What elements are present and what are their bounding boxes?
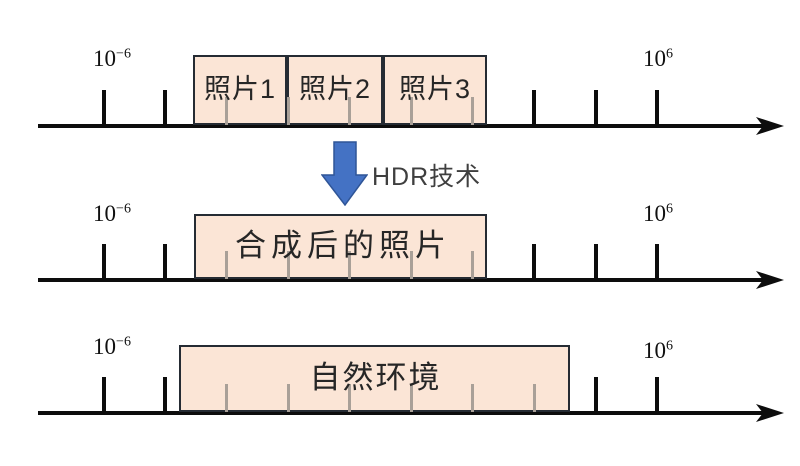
hdr-arrow-label: HDR技术 bbox=[372, 163, 482, 191]
tick-major bbox=[532, 90, 536, 126]
tick-minor bbox=[225, 384, 228, 412]
range-box-environment bbox=[179, 345, 570, 412]
tick-major bbox=[163, 244, 167, 280]
box-label-composite: 合成后的照片 bbox=[235, 228, 451, 263]
range-box-photo3 bbox=[383, 55, 487, 125]
tick-minor bbox=[287, 251, 290, 279]
tick-minor bbox=[471, 384, 474, 412]
tick-minor bbox=[348, 251, 351, 279]
tick-minor bbox=[410, 251, 413, 279]
tick-minor bbox=[471, 251, 474, 279]
scale-label-max: 106 bbox=[628, 201, 688, 227]
tick-minor bbox=[348, 97, 351, 125]
scale-exponent: −6 bbox=[116, 334, 131, 350]
hdr-down-arrow-icon bbox=[321, 141, 368, 206]
tick-minor bbox=[471, 97, 474, 125]
box-label-photo2: 照片2 bbox=[298, 73, 372, 104]
scale-label-min: 10−6 bbox=[82, 46, 142, 72]
tick-major bbox=[655, 244, 659, 280]
scale-exponent: 6 bbox=[666, 46, 673, 62]
box-label-environment: 自然环境 bbox=[309, 360, 442, 395]
tick-minor bbox=[225, 251, 228, 279]
scale-exponent: −6 bbox=[116, 46, 131, 62]
scale-exponent: 6 bbox=[666, 338, 673, 354]
tick-major bbox=[532, 244, 536, 280]
scale-label-min: 10−6 bbox=[82, 334, 142, 360]
range-box-photo2 bbox=[287, 55, 383, 125]
scale-base: 10 bbox=[93, 46, 117, 71]
scale-base: 10 bbox=[643, 338, 666, 363]
tick-minor bbox=[410, 384, 413, 412]
tick-major bbox=[594, 90, 598, 126]
scale-base: 10 bbox=[643, 46, 666, 71]
axis-line bbox=[38, 411, 768, 415]
scale-label-max: 106 bbox=[628, 338, 688, 364]
axis-arrowhead-icon bbox=[756, 271, 784, 289]
tick-major bbox=[655, 90, 659, 126]
tick-major bbox=[102, 244, 106, 280]
tick-minor bbox=[410, 97, 413, 125]
scale-base: 10 bbox=[643, 201, 666, 226]
axis-arrowhead-icon bbox=[756, 117, 784, 135]
scale-label-max: 106 bbox=[628, 46, 688, 72]
tick-major bbox=[163, 90, 167, 126]
tick-major bbox=[655, 377, 659, 413]
tick-major bbox=[163, 377, 167, 413]
box-label-photo3: 照片3 bbox=[398, 73, 472, 104]
axis-line bbox=[38, 124, 768, 128]
tick-minor bbox=[533, 384, 536, 412]
tick-minor bbox=[225, 97, 228, 125]
scale-base: 10 bbox=[93, 201, 117, 226]
tick-minor bbox=[287, 384, 290, 412]
tick-minor bbox=[287, 97, 290, 125]
scale-exponent: −6 bbox=[116, 201, 131, 217]
range-box-composite bbox=[194, 214, 487, 279]
tick-major bbox=[594, 244, 598, 280]
range-box-photo1 bbox=[193, 55, 287, 125]
scale-label-min: 10−6 bbox=[82, 201, 142, 227]
scale-exponent: 6 bbox=[666, 201, 673, 217]
tick-major bbox=[594, 377, 598, 413]
tick-major bbox=[102, 377, 106, 413]
axis-arrowhead-icon bbox=[756, 404, 784, 422]
scale-base: 10 bbox=[93, 334, 117, 359]
tick-minor bbox=[348, 384, 351, 412]
tick-major bbox=[102, 90, 106, 126]
box-label-photo1: 照片1 bbox=[203, 73, 277, 104]
axis-line bbox=[38, 278, 768, 282]
